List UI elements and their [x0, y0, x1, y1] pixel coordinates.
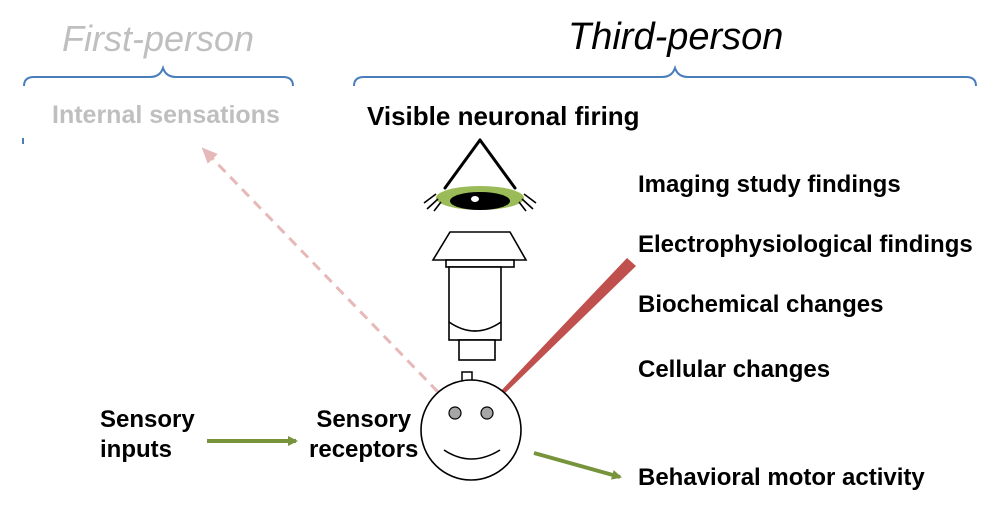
- internal-sensations-arrow: [201, 147, 440, 394]
- sensory-inputs-line2: inputs: [100, 436, 172, 463]
- first-person-header: First-person: [62, 18, 255, 59]
- face-icon: [420, 371, 522, 481]
- biochemical-changes-label: Biochemical changes: [638, 291, 884, 318]
- sensory-inputs-line1: Sensory: [100, 406, 195, 433]
- sensory-receptors-line2: receptors: [309, 436, 419, 463]
- behavior-output-arrow: [533, 451, 622, 480]
- sensory-receptors-line1: Sensory: [316, 406, 412, 433]
- cellular-changes-label: Cellular changes: [638, 356, 831, 383]
- microscope-icon: [431, 231, 528, 361]
- electrophysiological-findings-label: Electrophysiological findings: [638, 231, 973, 258]
- electrophysiology-probe: [497, 258, 636, 398]
- third-person-bracket: [353, 64, 977, 87]
- sensory-receptors-label: Sensory receptors: [309, 405, 418, 465]
- internal-sensations-label: Internal sensations: [52, 101, 280, 129]
- behavioral-motor-activity-label: Behavioral motor activity: [638, 464, 925, 491]
- sensory-inputs-label: Sensory inputs: [100, 405, 195, 465]
- eye-icon: [423, 138, 537, 212]
- visible-neuronal-firing-label: Visible neuronal firing: [367, 101, 640, 131]
- imaging-study-findings-label: Imaging study findings: [638, 171, 901, 198]
- first-person-bracket: [23, 64, 294, 87]
- third-person-header: Third-person: [568, 16, 784, 58]
